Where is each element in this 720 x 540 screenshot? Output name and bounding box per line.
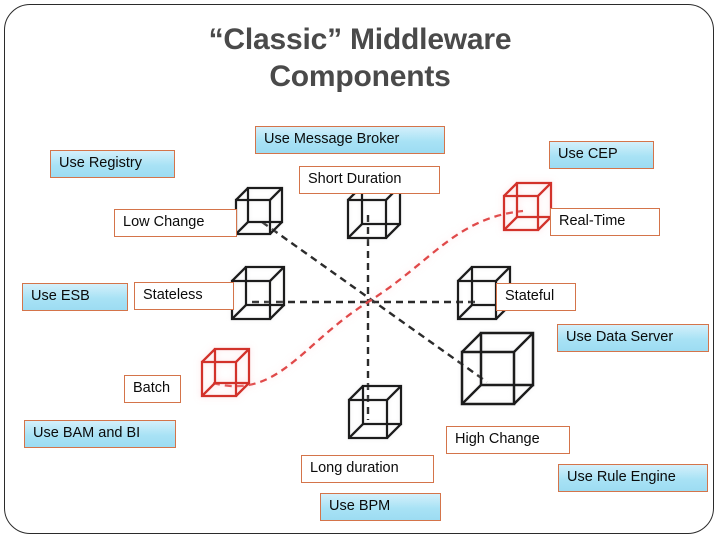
cube-short-duration-edge-bl — [347, 223, 363, 239]
cube-stateless-edge-tr — [269, 266, 285, 282]
label-use-cep[interactable]: Use CEP — [549, 141, 654, 169]
cube-real-time — [502, 181, 553, 232]
cube-stateful-edge-bl — [457, 304, 473, 320]
cube-batch — [200, 347, 251, 398]
label-stateful[interactable]: Stateful — [496, 283, 576, 311]
page-title-line-1: “Classic” Middleware — [208, 23, 512, 56]
cube-stateless — [230, 265, 286, 321]
cube-stateful-edge-tr — [495, 266, 511, 282]
cube-long-duration-front-face — [347, 398, 389, 440]
cube-batch-edge-tl — [201, 348, 216, 363]
label-use-message-broker[interactable]: Use Message Broker — [255, 126, 445, 154]
cube-low-change-edge-bl — [235, 221, 249, 235]
red-s-curve — [212, 209, 524, 388]
page-title: “Classic” Middleware Components — [90, 22, 630, 95]
diagonal-axis — [261, 221, 488, 383]
cube-long-duration-edge-br — [386, 423, 402, 439]
cube-stateless-back-face — [244, 265, 286, 307]
cube-batch-edge-tr — [235, 348, 250, 363]
cube-real-time-front-face — [502, 194, 540, 232]
cube-real-time-edge-bl — [503, 216, 518, 231]
label-use-rule-engine[interactable]: Use Rule Engine — [558, 464, 708, 492]
cube-long-duration-edge-tl — [348, 385, 364, 401]
cube-high-change — [460, 331, 535, 406]
cubes-group — [200, 181, 553, 440]
cube-low-change-edge-br — [269, 221, 283, 235]
cube-short-duration-edge-br — [385, 223, 401, 239]
label-use-registry[interactable]: Use Registry — [50, 150, 175, 178]
cube-real-time-edge-br — [537, 216, 552, 231]
cube-long-duration — [347, 384, 403, 440]
cube-batch-front-face — [200, 360, 238, 398]
cube-long-duration-edge-bl — [348, 423, 364, 439]
cube-high-change-back-face — [479, 331, 535, 387]
cube-stateless-edge-br — [269, 304, 285, 320]
cube-high-change-edge-tl — [461, 332, 482, 353]
label-low-change[interactable]: Low Change — [114, 209, 237, 237]
cube-stateless-edge-bl — [231, 304, 247, 320]
cube-high-change-front-face — [460, 350, 516, 406]
cube-batch-edge-br — [235, 382, 250, 397]
red-curve-group — [212, 209, 524, 388]
label-stateless[interactable]: Stateless — [134, 282, 234, 310]
label-short-duration[interactable]: Short Duration — [299, 166, 440, 194]
cube-low-change-edge-tr — [269, 187, 283, 201]
label-use-bpm[interactable]: Use BPM — [320, 493, 441, 521]
label-use-data-server[interactable]: Use Data Server — [557, 324, 709, 352]
cube-stateless-edge-tl — [231, 266, 247, 282]
cube-low-change-edge-tl — [235, 187, 249, 201]
cube-long-duration-back-face — [361, 384, 403, 426]
cube-real-time-back-face — [515, 181, 553, 219]
cube-batch-edge-bl — [201, 382, 216, 397]
cube-real-time-edge-tr — [537, 182, 552, 197]
cube-stateful-edge-tl — [457, 266, 473, 282]
label-use-esb[interactable]: Use ESB — [22, 283, 128, 311]
label-high-change[interactable]: High Change — [446, 426, 570, 454]
label-batch[interactable]: Batch — [124, 375, 181, 403]
label-real-time[interactable]: Real-Time — [550, 208, 660, 236]
cube-high-change-edge-bl — [461, 384, 482, 405]
cube-high-change-edge-br — [513, 384, 534, 405]
cube-short-duration — [346, 184, 402, 240]
axis-lines-group — [252, 215, 488, 420]
cube-real-time-edge-tl — [503, 182, 518, 197]
cube-batch-back-face — [213, 347, 251, 385]
cube-low-change — [234, 186, 284, 236]
cube-short-duration-front-face — [346, 198, 388, 240]
page-title-line-2: Components — [269, 59, 451, 93]
cube-high-change-edge-tr — [513, 332, 534, 353]
cube-low-change-back-face — [246, 186, 284, 224]
label-long-duration[interactable]: Long duration — [301, 455, 434, 483]
cube-long-duration-edge-tr — [386, 385, 402, 401]
label-use-bam-and-bi[interactable]: Use BAM and BI — [24, 420, 176, 448]
